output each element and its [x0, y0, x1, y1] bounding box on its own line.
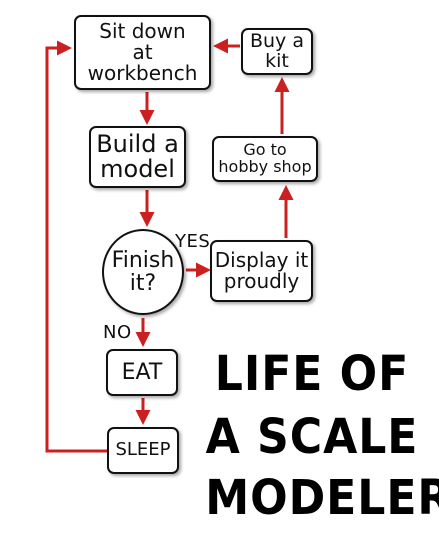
- node-finish-it: Finish it?: [102, 229, 184, 315]
- edge-label-no: NO: [103, 322, 132, 343]
- title-line-3: MODELER: [205, 470, 439, 526]
- title-line-2: A SCALE: [205, 409, 419, 465]
- node-build-model: Build a model: [89, 126, 186, 188]
- node-sit-down: Sit down at workbench: [74, 15, 211, 90]
- title-line-1: LIFE OF: [214, 346, 410, 402]
- node-hobby-shop: Go to hobby shop: [212, 136, 318, 182]
- node-buy-kit: Buy a kit: [241, 28, 313, 75]
- node-sleep: SLEEP: [107, 427, 179, 474]
- node-display-it: Display it proudly: [210, 240, 313, 302]
- arrow-sleep-to-sit: [45, 40, 108, 453]
- edge-label-yes: YES: [175, 231, 211, 252]
- node-eat: EAT: [106, 349, 178, 396]
